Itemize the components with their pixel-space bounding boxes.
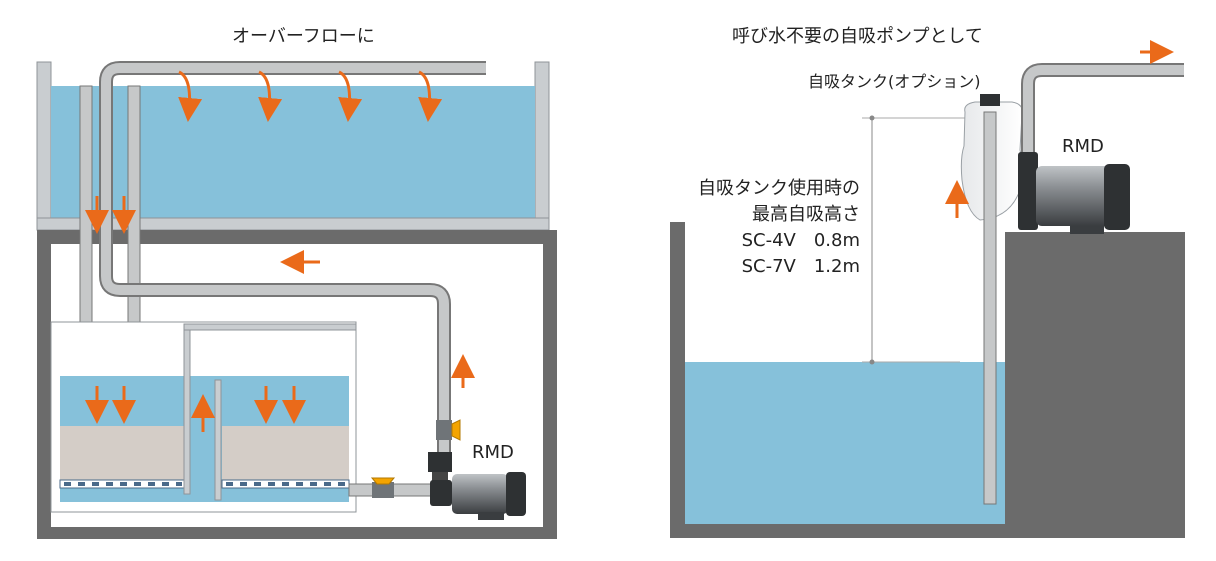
spec-line: 自吸タンク使用時の: [698, 178, 860, 199]
filter-plate-left: [59, 479, 185, 489]
filter-plate-right: [221, 479, 350, 489]
spec-line: SC-7V 1.2m: [741, 256, 860, 277]
intake-valve-handle: [370, 477, 396, 485]
water-pit-water: [685, 362, 1005, 524]
right-self-priming-diagram: [670, 63, 1185, 538]
upper-tank-right-wall: [534, 61, 550, 231]
left-panel-heading: オーバーフローに: [232, 26, 375, 47]
outlet-pipe: [1021, 63, 1184, 160]
left-pump-label: RMD: [472, 442, 514, 463]
left-pump: [428, 452, 526, 520]
left-flow-arrows: [85, 70, 475, 432]
suction-pipe: [983, 111, 997, 505]
overflow-pipe-left: [79, 85, 93, 323]
sump-partition-b: [214, 379, 222, 501]
discharge-valve-body: [436, 420, 452, 440]
upper-tank-bottom: [36, 217, 550, 231]
intake-valve-body: [372, 482, 394, 498]
upper-tank-left-wall: [36, 61, 52, 231]
sump-top-rim: [183, 323, 357, 331]
right-panel-heading: 呼び水不要の自吸ポンプとして: [732, 26, 983, 47]
spec-block: 自吸タンク使用時の 最高自吸高さ SC-4V 0.8m SC-7V 1.2m: [690, 176, 860, 280]
spec-line: 最高自吸高さ: [752, 204, 860, 225]
discharge-valve-handle: [451, 419, 461, 441]
right-pump: [1018, 152, 1130, 234]
sump-gravel-left: [60, 426, 184, 480]
left-overflow-diagram: [36, 61, 557, 539]
tank-cap: [980, 94, 1000, 106]
ground-block: [1005, 232, 1185, 538]
sump-gravel-right: [222, 426, 349, 480]
right-pump-label: RMD: [1062, 136, 1104, 157]
right-flow-arrows: [945, 40, 1174, 218]
tank-label: 自吸タンク(オプション): [808, 72, 981, 91]
spec-line: SC-4V 0.8m: [741, 230, 860, 251]
sump-partition-a: [183, 323, 191, 495]
